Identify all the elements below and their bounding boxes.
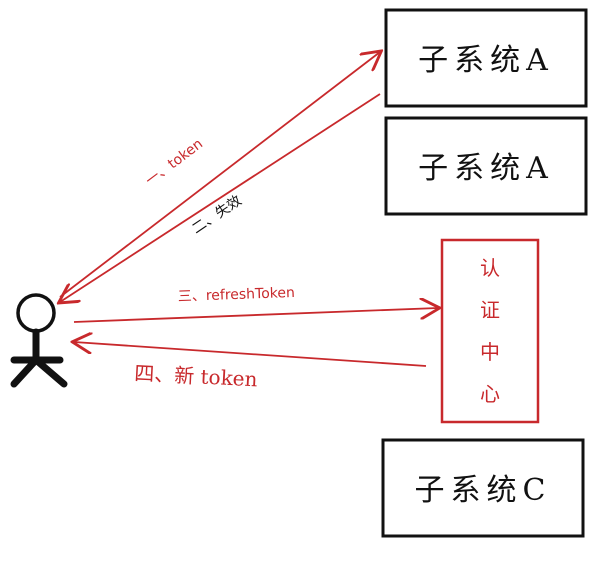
arrow-step1 <box>59 52 380 298</box>
arrow-step4 <box>74 342 427 367</box>
subsystem-box-middle: 子系统A <box>384 116 588 216</box>
auth-center-char-4: 心 <box>480 382 500 406</box>
auth-center-box: 认 证 中 心 <box>440 238 540 424</box>
subsystem-middle-label: 子系统A <box>418 151 554 186</box>
stick-figure-icon <box>10 293 68 388</box>
auth-center-char-1: 认 <box>480 256 500 280</box>
edge-label-step1: 一、token <box>143 136 206 189</box>
arrow-step2 <box>60 93 381 302</box>
auth-center-char-2: 证 <box>480 298 500 322</box>
edge-label-step4: 四、新 token <box>134 361 258 391</box>
subsystem-box-bottom: 子系统C <box>381 438 585 538</box>
subsystem-box-top: 子系统A <box>384 8 588 108</box>
arrow-step3 <box>73 308 438 323</box>
subsystem-top-label: 子系统A <box>418 43 554 78</box>
edge-label-step3: 三、refreshToken <box>178 285 296 305</box>
auth-center-char-3: 中 <box>480 340 500 364</box>
subsystem-bottom-label: 子系统C <box>415 473 552 508</box>
